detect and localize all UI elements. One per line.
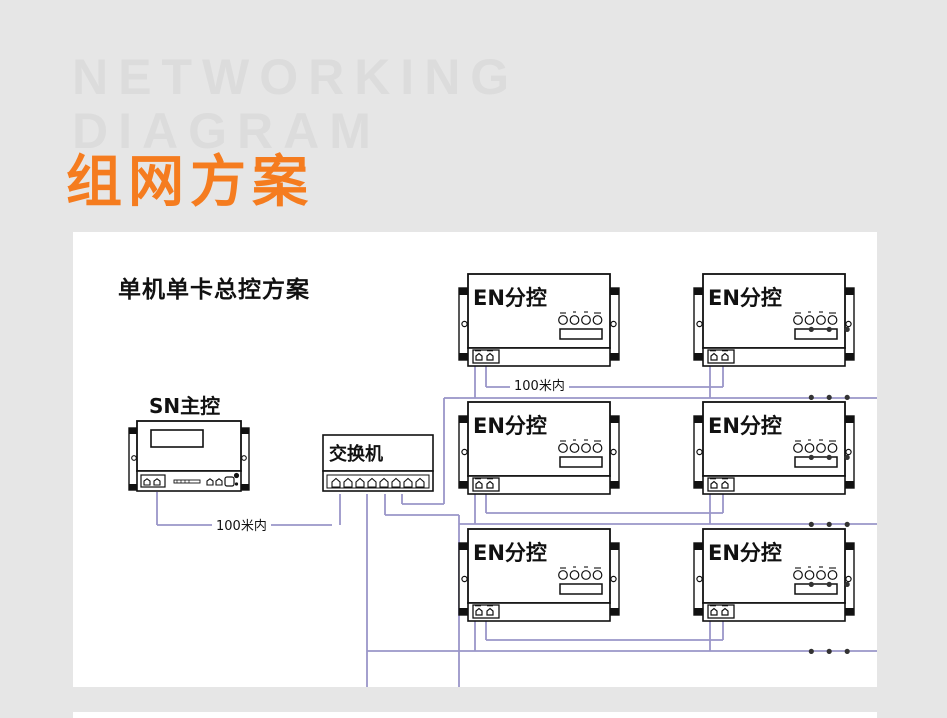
network-switch[interactable] [322, 434, 434, 492]
distance-label-master: 100米内 [212, 515, 271, 534]
ellipsis-row1-right: • • • [808, 320, 854, 341]
switch-label: 交换机 [329, 443, 383, 465]
network-diagram: SN主控 交换机 EN分控 EN分控 [128, 273, 877, 687]
en-controller-r1c1[interactable]: EN分控 [458, 273, 620, 367]
distance-label-row1: 100米内 [510, 375, 569, 394]
ghost-heading-line1: NETWORKING [72, 49, 520, 105]
wire-group [156, 362, 877, 687]
ellipsis-row1-wire: • • • [808, 388, 854, 409]
section-title: 单机单卡总控方案 [118, 277, 310, 303]
next-panel-sliver [73, 712, 877, 718]
en-controller-r2c2[interactable]: EN分控 [693, 401, 855, 495]
en-controller-r1c2[interactable]: EN分控 [693, 273, 855, 367]
ellipsis-row3-right: • • • [808, 575, 854, 596]
en-controller-r3c1[interactable]: EN分控 [458, 528, 620, 622]
ellipsis-row2-wire: • • • [808, 515, 854, 536]
en-controller-label: EN分控 [473, 286, 547, 310]
en-controller-label: EN分控 [473, 414, 547, 438]
diagram-panel: 单机单卡总控方案 [73, 232, 877, 687]
ellipsis-row3-wire: • • • [808, 642, 854, 663]
en-controller-r2c1[interactable]: EN分控 [458, 401, 620, 495]
sn-master-label: SN主控 [149, 394, 220, 418]
ellipsis-row2-right: • • • [808, 448, 854, 469]
page-title: 组网方案 [66, 150, 314, 215]
en-controller-label: EN分控 [708, 414, 782, 438]
en-controller-label: EN分控 [708, 286, 782, 310]
sn-master-controller[interactable] [128, 420, 250, 492]
en-controller-label: EN分控 [473, 541, 547, 565]
en-controller-r3c2[interactable]: EN分控 [693, 528, 855, 622]
en-controller-label: EN分控 [708, 541, 782, 565]
